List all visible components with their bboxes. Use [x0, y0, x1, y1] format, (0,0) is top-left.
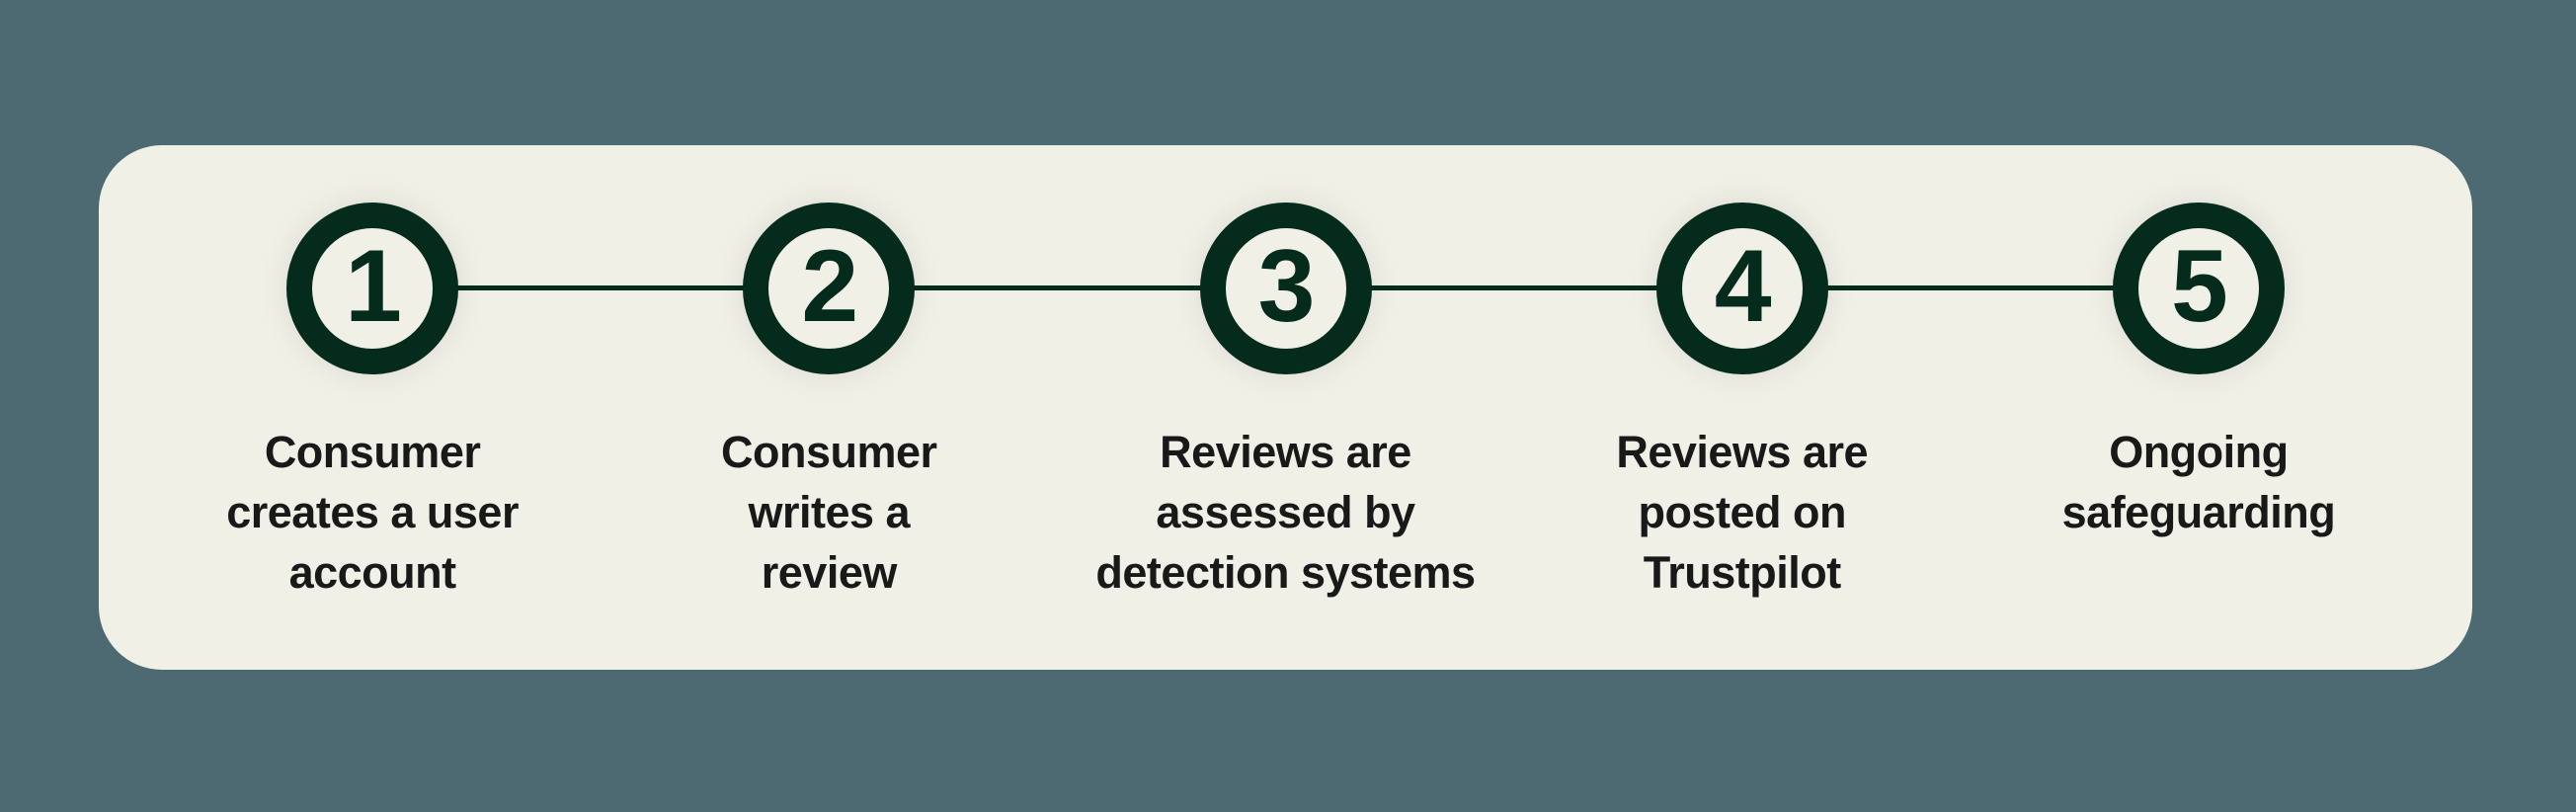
step-5-number: 5: [2170, 229, 2228, 344]
step-1: 1 Consumer creates a user account: [144, 203, 601, 603]
step-2-circle: 2: [743, 203, 916, 374]
step-4-number: 4: [1714, 229, 1772, 344]
step-3-label: Reviews are assessed by detection system…: [1095, 427, 1476, 598]
step-1-number: 1: [345, 229, 402, 344]
step-2-number: 2: [801, 229, 858, 344]
step-1-circle: 1: [286, 203, 459, 374]
step-1-label: Consumer creates a user account: [226, 427, 519, 598]
step-3-circle: 3: [1199, 203, 1372, 374]
step-4-circle: 4: [1655, 203, 1828, 374]
step-5: 5 Ongoing safeguarding: [1971, 203, 2427, 542]
process-timeline: 1 Consumer creates a user account 2 Cons…: [99, 145, 2472, 670]
step-4-label: Reviews are posted on Trustpilot: [1616, 427, 1869, 598]
step-3-number: 3: [1257, 229, 1316, 344]
step-2-label: Consumer writes a review: [721, 427, 937, 598]
step-5-label: Ongoing safeguarding: [2061, 427, 2336, 537]
process-card: 1 Consumer creates a user account 2 Cons…: [99, 145, 2472, 670]
step-2: 2 Consumer writes a review: [601, 203, 1057, 603]
step-5-circle: 5: [2112, 203, 2285, 374]
step-4: 4 Reviews are posted on Trustpilot: [1514, 203, 1971, 603]
step-3: 3 Reviews are assessed by detection syst…: [1057, 203, 1513, 603]
